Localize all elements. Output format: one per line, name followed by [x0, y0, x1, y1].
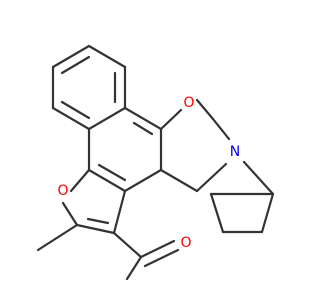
structure-canvas: O N O O: [36, 44, 275, 281]
bond-fu-inner-1: [86, 217, 110, 225]
bond-ox-2: [195, 98, 215, 121]
bond-ox-1: [159, 108, 183, 131]
bond-methyl: [36, 223, 79, 252]
bond-bz-5: [51, 106, 91, 131]
bond-bz-inner-1: [60, 55, 91, 75]
bond-mid-4: [87, 168, 127, 193]
bond-bz-1: [51, 44, 91, 69]
bond-acetyl-2: [125, 255, 143, 281]
bond-fu-3: [75, 223, 116, 235]
bonds-group: [36, 44, 275, 281]
furan-oxygen-label: O: [57, 183, 68, 199]
bond-bz-inner-3: [60, 100, 91, 120]
molecule-structure: O N O O: [36, 44, 275, 281]
bond-acetyl-1: [112, 231, 143, 259]
bond-cp-1: [260, 192, 275, 234]
bond-bz-2: [87, 44, 127, 69]
carbonyl-oxygen-label: O: [180, 235, 191, 251]
bond-ox-5: [159, 168, 199, 193]
bond-mid-1: [123, 106, 163, 131]
bond-ox-3: [211, 117, 231, 141]
bond-bz-4: [87, 106, 127, 131]
atom-labels-group: O N O O: [57, 95, 240, 251]
bond-n-cyclopentyl: [242, 160, 275, 196]
bond-mid-3: [123, 168, 163, 193]
bond-fu-4: [112, 189, 127, 235]
oxazine-oxygen-label: O: [183, 95, 194, 111]
bond-acetyl-co-2: [143, 248, 180, 268]
bond-mid-inner-1: [132, 121, 154, 136]
bond-fu-2: [61, 201, 79, 227]
bond-ox-4: [195, 162, 228, 193]
bond-fu-1: [69, 168, 91, 193]
bond-cp-3: [209, 192, 225, 234]
oxazine-nitrogen-label: N: [230, 144, 240, 160]
bond-acetyl-co-1: [139, 239, 176, 259]
bond-mid-inner-2: [97, 163, 127, 182]
